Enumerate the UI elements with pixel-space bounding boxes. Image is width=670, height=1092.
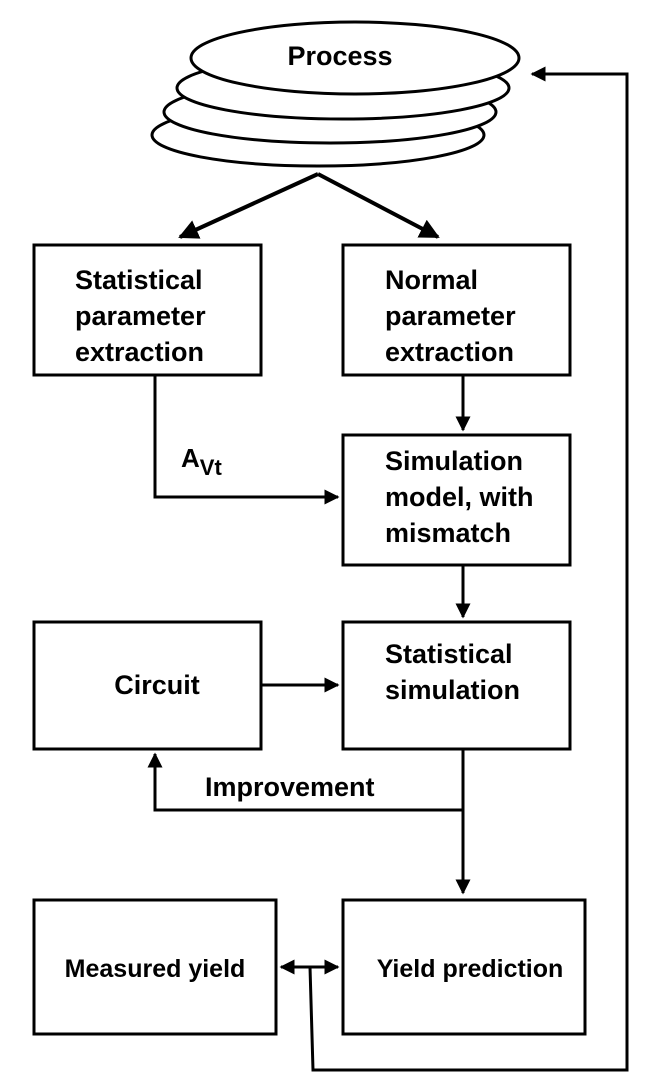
improvement-label: Improvement xyxy=(205,772,375,802)
simulation-model-box xyxy=(341,433,572,567)
statistical-extraction-line: Statistical xyxy=(75,265,203,295)
yield-prediction-label: Yield prediction xyxy=(377,955,564,983)
avt-connector-arrow xyxy=(153,375,340,505)
normal-extraction-label: Normal parameter extraction xyxy=(385,265,516,367)
yield-prediction-box xyxy=(341,898,587,1036)
statistical-extraction-line: extraction xyxy=(75,337,204,367)
feedback-to-process-arrow xyxy=(308,66,629,1072)
statistical-simulation-box xyxy=(341,620,572,751)
statistical-simulation-label: Statistical simulation xyxy=(385,639,520,705)
process-wafer-stack: Process xyxy=(150,20,521,168)
simulation-model-label: Simulation model, with mismatch xyxy=(385,446,534,548)
statistical-extraction-box xyxy=(32,243,263,377)
normal-extraction-line: parameter xyxy=(385,301,516,331)
statistical-extraction-label: Statistical parameter extraction xyxy=(75,265,206,367)
measured-yield-label: Measured yield xyxy=(65,955,246,983)
simulation-model-line: model, with xyxy=(385,482,534,512)
wafer-ellipse xyxy=(189,20,521,96)
improvement-feedback-arrow xyxy=(147,752,463,812)
avt-label: AVt xyxy=(181,443,222,480)
normal-extraction-box xyxy=(341,243,572,377)
normal-extraction-line: extraction xyxy=(385,337,514,367)
simulation-model-line: Simulation xyxy=(385,446,523,476)
statistical-extraction-line: parameter xyxy=(75,301,206,331)
avt-subscript: Vt xyxy=(200,455,223,480)
process-to-statistical-arrow xyxy=(178,172,319,239)
simulation-model-line: mismatch xyxy=(385,518,511,548)
statistical-simulation-line: simulation xyxy=(385,675,520,705)
circuit-label: Circuit xyxy=(114,670,200,700)
statistical-simulation-line: Statistical xyxy=(385,639,513,669)
process-to-normal-arrow xyxy=(317,172,440,239)
avt-main: A xyxy=(181,443,200,473)
measured-yield-box xyxy=(32,898,278,1036)
normal-extraction-line: Normal xyxy=(385,265,478,295)
process-label: Process xyxy=(287,41,392,71)
